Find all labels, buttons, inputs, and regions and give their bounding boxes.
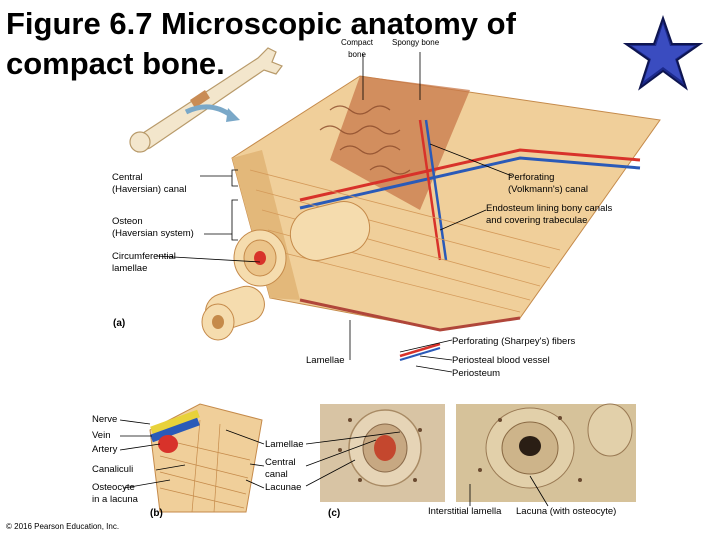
label-canaliculi: Canaliculi [92, 464, 134, 475]
micrograph-c1 [320, 404, 445, 502]
label-periosteal-blood-vessel: Periosteal blood vessel [452, 355, 550, 366]
leader-lines-a [155, 52, 513, 373]
osteon-detail-b [149, 403, 263, 513]
label-endosteum: Endosteum lining bony canals and coverin… [486, 203, 613, 226]
label-vein: Vein [92, 430, 111, 441]
label-osteon: Osteon (Haversian system) [112, 216, 194, 239]
leader-lines-c [305, 431, 549, 507]
label-compact-bone: Compact bone [341, 38, 374, 59]
copyright: © 2016 Pearson Education, Inc. [6, 522, 120, 531]
label-nerve: Nerve [92, 414, 118, 425]
label-perforating-canal: Perforating (Volkmann's) canal [508, 172, 588, 195]
compact-bone-block [201, 75, 661, 361]
label-central-canal: Central (Haversian) canal [112, 172, 187, 195]
page-title: Figure 6.7 Microscopic anatomy of compac… [6, 6, 516, 81]
label-lamellae-a: Lamellae [306, 355, 345, 366]
panel-b-label: (b) [150, 508, 163, 519]
panel-c-label: (c) [328, 508, 341, 519]
label-artery: Artery [92, 444, 118, 455]
label-interstitial-lamella: Interstitial lamella [428, 506, 502, 517]
label-lacuna-with-osteocyte: Lacuna (with osteocyte) [516, 506, 617, 517]
star-icon[interactable] [622, 14, 704, 91]
label-circumferential-lamellae: Circumferential lamellae [112, 251, 176, 274]
label-osteocyte: Osteocyte in a lacuna [92, 482, 138, 505]
label-central-canal-b: Central canal [265, 457, 296, 480]
label-spongy-bone: Spongy bone [392, 38, 440, 47]
panel-a-label: (a) [113, 318, 126, 329]
label-lamellae-b: Lamellae [265, 439, 304, 450]
micrograph-c2 [456, 403, 636, 502]
label-lacunae: Lacunae [265, 482, 302, 493]
long-bone-icon [129, 47, 283, 153]
label-periosteum: Periosteum [452, 368, 501, 379]
leader-lines-b [119, 419, 265, 489]
label-sharpeys-fibers: Perforating (Sharpey's) fibers [452, 336, 576, 347]
